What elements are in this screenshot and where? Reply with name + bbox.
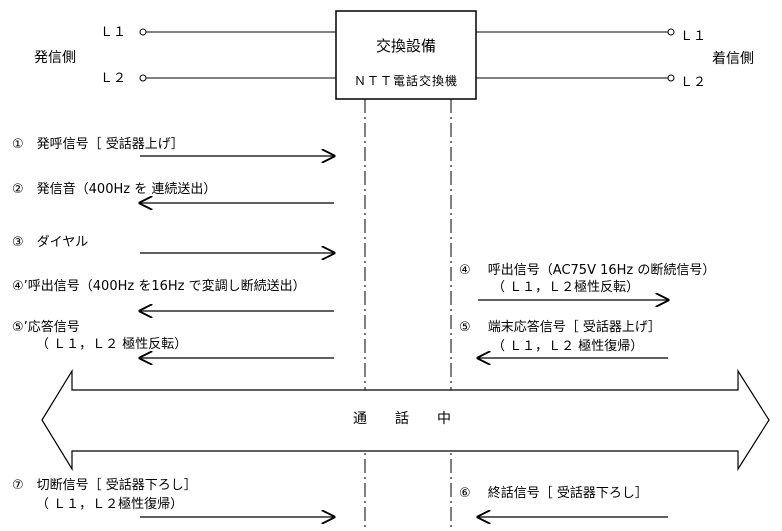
signal-4p-label: ④’呼出信号（400Hz を16Hz で変調し断続送出） (12, 279, 306, 294)
right-l1-terminal (667, 28, 675, 36)
signal-1-label: ① 発呼信号［ 受話器上げ］ (12, 137, 184, 152)
talking-label: 通 話 中 (353, 411, 451, 427)
signal-4-label: ④ 呼出信号（AC75V 16Hz の断続信号） (459, 263, 716, 278)
left-l2-label: Ｌ２ (100, 71, 127, 86)
signal-2-label: ② 発信音（400Hz を 連続送出） (12, 182, 217, 197)
exchange-title: 交換設備 (375, 37, 436, 55)
right-l2-terminal (667, 74, 675, 82)
left-l1-label: Ｌ１ (100, 25, 127, 40)
signal-5p-label: ⑤’応答信号 (12, 320, 80, 335)
signal-7-sub-label: （ Ｌ１，Ｌ２極性復帰） (36, 497, 184, 512)
caller-side-label: 発信側 (34, 50, 76, 66)
right-l2-label: Ｌ２ (680, 75, 707, 90)
exchange-box (335, 10, 477, 100)
exchange-subtitle: ＮＴＴ電話交換機 (353, 74, 458, 88)
signal-4-sub-label: （ Ｌ１，Ｌ２極性反転） (492, 280, 640, 295)
right-l1-label: Ｌ１ (680, 29, 707, 44)
signal-5-label: ⑤ 端末応答信号［ 受話器上げ］ (459, 320, 661, 335)
signal-7-label: ⑦ 切断信号［ 受話器下ろし］ (12, 478, 197, 493)
talking-double-arrow (41, 368, 770, 472)
signal-6-label: ⑥ 終話信号［ 受話器下ろし］ (459, 486, 648, 501)
left-l1-terminal (139, 28, 147, 36)
left-l2-terminal (139, 74, 147, 82)
signal-5p-sub-label: （ Ｌ１，Ｌ２ 極性反転） (36, 337, 188, 352)
signal-3-label: ③ ダイヤル (12, 235, 89, 250)
callee-side-label: 着信側 (712, 51, 754, 67)
signal-5-sub-label: （ Ｌ１，Ｌ２ 極性復帰） (492, 339, 644, 354)
